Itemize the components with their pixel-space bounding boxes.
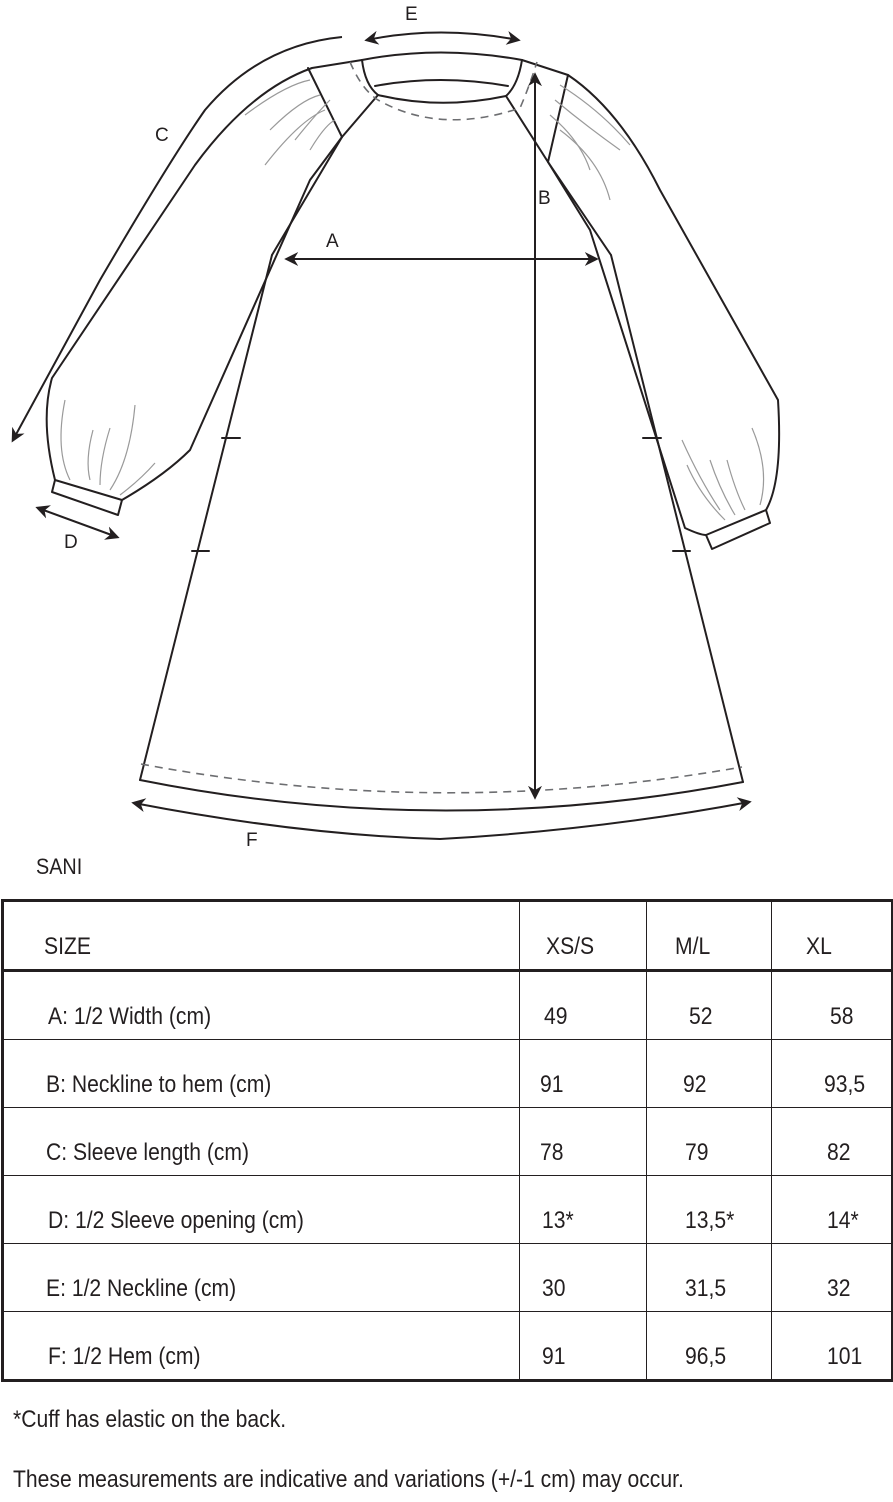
disclaimer-note: These measurements are indicative and va… <box>13 1466 684 1493</box>
row-value: 101 <box>771 1311 893 1381</box>
table-row: F: 1/2 Hem (cm) 91 96,5 101 <box>2 1311 893 1381</box>
size-header-xl: XL <box>771 900 893 972</box>
table-row: D: 1/2 Sleeve opening (cm) 13* 13,5* 14* <box>2 1175 893 1244</box>
arrow-C <box>11 36 343 443</box>
arrow-D <box>35 505 120 540</box>
row-label: D: 1/2 Sleeve opening (cm) <box>2 1175 520 1244</box>
row-value: 91 <box>519 1311 647 1381</box>
arrow-E <box>364 30 521 45</box>
size-header-label: SIZE <box>2 900 520 972</box>
row-label: B: Neckline to hem (cm) <box>2 1039 520 1108</box>
row-value: 92 <box>646 1039 772 1108</box>
row-value: 96,5 <box>646 1311 772 1381</box>
product-name: SANI <box>36 854 83 879</box>
right-sleeve <box>521 59 781 550</box>
stitch-lines <box>140 61 743 794</box>
label-A: A <box>326 231 339 252</box>
row-label: F: 1/2 Hem (cm) <box>2 1311 520 1381</box>
row-label: E: 1/2 Neckline (cm) <box>2 1243 520 1312</box>
garment-diagram <box>11 30 781 841</box>
measurement-arrows <box>11 30 752 841</box>
label-B: B <box>538 188 551 209</box>
row-value: 14* <box>771 1175 893 1244</box>
table-row: C: Sleeve length (cm) 78 79 82 <box>2 1107 893 1176</box>
table-row: B: Neckline to hem (cm) 91 92 93,5 <box>2 1039 893 1108</box>
label-C: C <box>155 125 169 146</box>
label-E: E <box>405 4 418 25</box>
cuff-note: *Cuff has elastic on the back. <box>13 1406 287 1433</box>
row-value: 31,5 <box>646 1243 772 1312</box>
label-F: F <box>246 830 258 851</box>
row-value: 32 <box>771 1243 893 1312</box>
row-value: 30 <box>519 1243 647 1312</box>
row-value: 78 <box>519 1107 647 1176</box>
row-label: A: 1/2 Width (cm) <box>2 970 520 1040</box>
row-value: 49 <box>519 970 647 1040</box>
table-row: A: 1/2 Width (cm) 49 52 58 <box>2 970 893 1040</box>
size-header-xs-s: XS/S <box>519 900 647 972</box>
label-D: D <box>64 532 78 553</box>
dress-body-outline <box>139 94 744 812</box>
row-value: 13* <box>519 1175 647 1244</box>
arrow-F <box>131 797 752 841</box>
row-value: 79 <box>646 1107 772 1176</box>
size-header-row: SIZE XS/S M/L XL <box>2 900 893 972</box>
row-value: 82 <box>771 1107 893 1176</box>
row-value: 13,5* <box>646 1175 772 1244</box>
fold-lines <box>60 79 765 521</box>
row-label: C: Sleeve length (cm) <box>2 1107 520 1176</box>
row-value: 91 <box>519 1039 647 1108</box>
table-row: E: 1/2 Neckline (cm) 30 31,5 32 <box>2 1243 893 1312</box>
left-sleeve <box>45 59 363 516</box>
row-value: 52 <box>646 970 772 1040</box>
row-value: 58 <box>771 970 893 1040</box>
size-table: SIZE XS/S M/L XL A: 1/2 Width (cm) 49 52… <box>1 899 893 1382</box>
neckline <box>361 51 523 104</box>
size-header-m-l: M/L <box>646 900 772 972</box>
row-value: 93,5 <box>771 1039 893 1108</box>
